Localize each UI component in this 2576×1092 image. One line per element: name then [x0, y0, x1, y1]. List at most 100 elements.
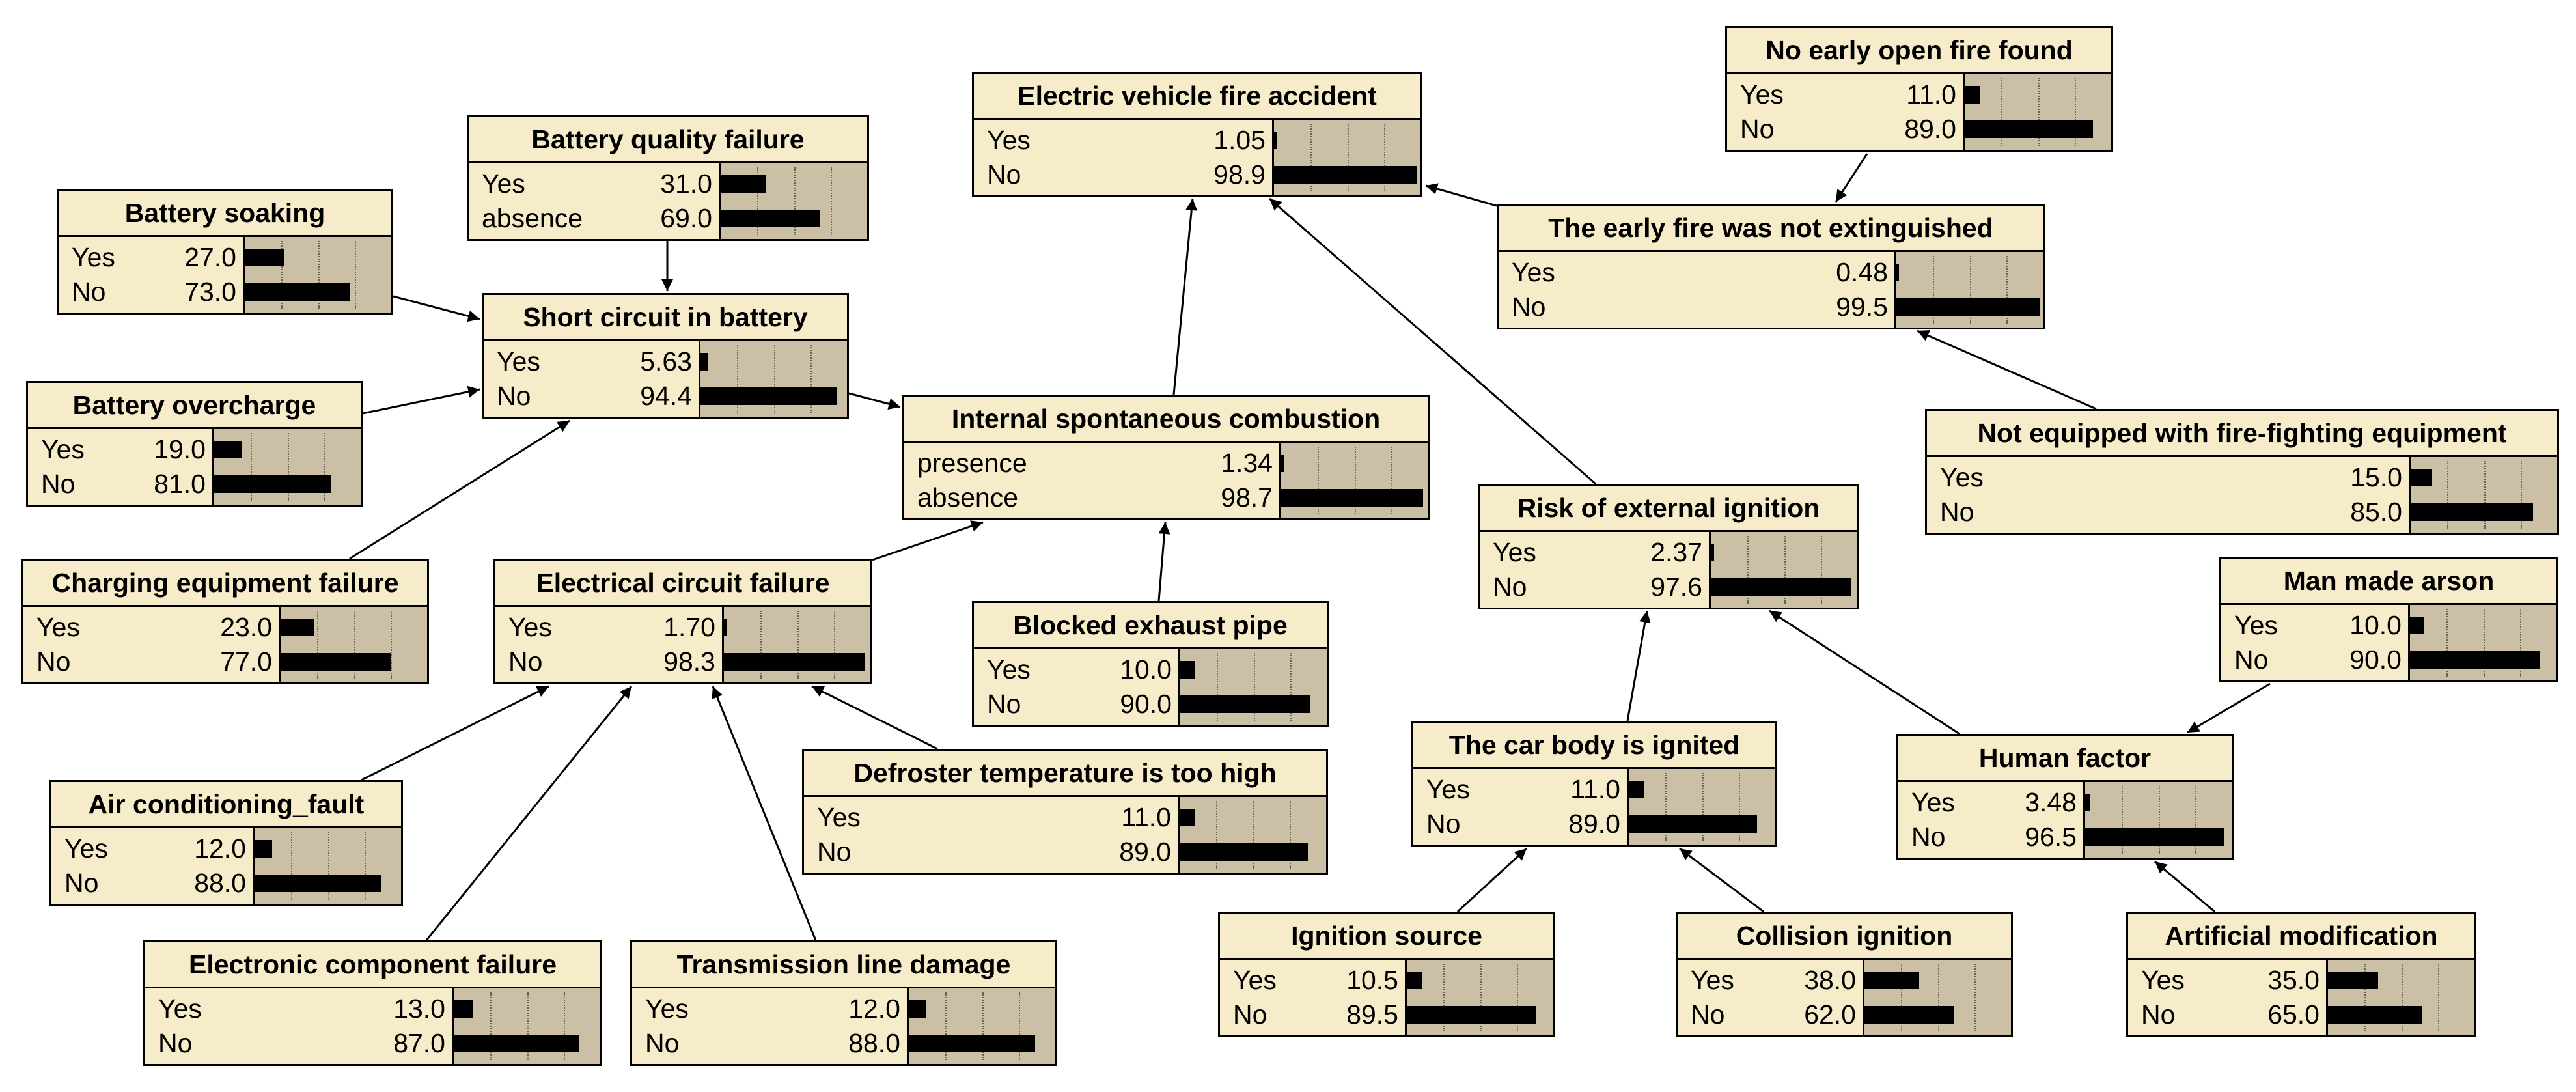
- probability-bar: [1896, 298, 2040, 316]
- edge-man-made-arson-to-human-factor: [2187, 682, 2271, 734]
- probability-bar: [1180, 809, 1196, 826]
- bar-rows: [245, 237, 391, 313]
- state-value: 35.0: [2267, 965, 2320, 995]
- bar-row: [721, 167, 867, 201]
- probability-bar: [2328, 1006, 2422, 1024]
- edge-not-equipped-to-not-extinguished: [1917, 329, 2097, 410]
- gridline: [1937, 964, 1939, 1031]
- node-title: Not equipped with fire-fighting equipmen…: [1927, 411, 2557, 457]
- state-value: 90.0: [2349, 645, 2402, 675]
- bar-rows: [2410, 605, 2556, 680]
- edge-collision-ignition-to-car-body-ignited: [1679, 847, 1764, 913]
- bar-rows: [2328, 960, 2474, 1035]
- bar-row: [1629, 772, 1775, 807]
- probability-bar: [1274, 166, 1417, 184]
- probability-bar: [214, 441, 242, 458]
- gridline: [291, 832, 293, 900]
- node-title: The early fire was not extinguished: [1499, 206, 2043, 252]
- state-name: absence: [482, 203, 583, 233]
- gridline: [1216, 801, 1218, 869]
- gridline: [318, 241, 320, 309]
- state-value: 62.0: [1804, 1000, 1856, 1029]
- bar-row: [281, 645, 427, 679]
- bar-row: [2411, 460, 2557, 495]
- gridline: [1217, 653, 1219, 721]
- bar-rows: [2085, 782, 2232, 858]
- node-not-equipped[interactable]: Not equipped with fire-fighting equipmen…: [1925, 409, 2559, 535]
- node-title: Battery quality failure: [469, 117, 867, 163]
- bar-rows: [909, 988, 1055, 1064]
- bar-gridlines: [724, 607, 870, 682]
- probability-bars: [2408, 605, 2556, 680]
- bar-gridlines: [909, 988, 1055, 1064]
- bar-row: [724, 645, 870, 679]
- state-value: 31.0: [660, 169, 712, 199]
- state-value: 94.4: [640, 381, 692, 411]
- probability-bar: [255, 840, 272, 858]
- probability-bar: [1629, 781, 1645, 798]
- bar-gridlines: [721, 163, 867, 239]
- gridline: [797, 611, 799, 679]
- bar-rows: [1629, 769, 1775, 845]
- probability-bar: [2085, 794, 2090, 811]
- state-name: Yes: [36, 612, 80, 642]
- state-name: Yes: [2234, 610, 2278, 640]
- state-value: 10.5: [1346, 965, 1398, 995]
- probability-bars: [1627, 769, 1775, 845]
- gridline: [2401, 964, 2403, 1031]
- gridline: [2158, 786, 2160, 854]
- gridline: [794, 167, 796, 235]
- state-value: 5.63: [640, 346, 692, 376]
- gridline: [2038, 78, 2040, 146]
- bar-row: [1864, 963, 2011, 998]
- gridline: [737, 345, 739, 413]
- state-value: 12.0: [194, 833, 246, 863]
- probability-bars: [719, 163, 867, 239]
- bar-row: [909, 1026, 1055, 1061]
- probability-bar: [721, 210, 820, 227]
- gridline: [2447, 461, 2449, 529]
- probability-bar: [454, 1000, 473, 1018]
- bar-row: [1180, 652, 1327, 687]
- state-name: Yes: [158, 994, 202, 1024]
- state-value: 98.3: [663, 647, 715, 677]
- node-title: No early open fire found: [1727, 28, 2111, 74]
- state-name: Yes: [1691, 965, 1734, 995]
- edge-ignition-source-to-car-body-ignited: [1456, 847, 1528, 913]
- gridline: [1516, 964, 1518, 1031]
- probability-bar: [700, 387, 837, 405]
